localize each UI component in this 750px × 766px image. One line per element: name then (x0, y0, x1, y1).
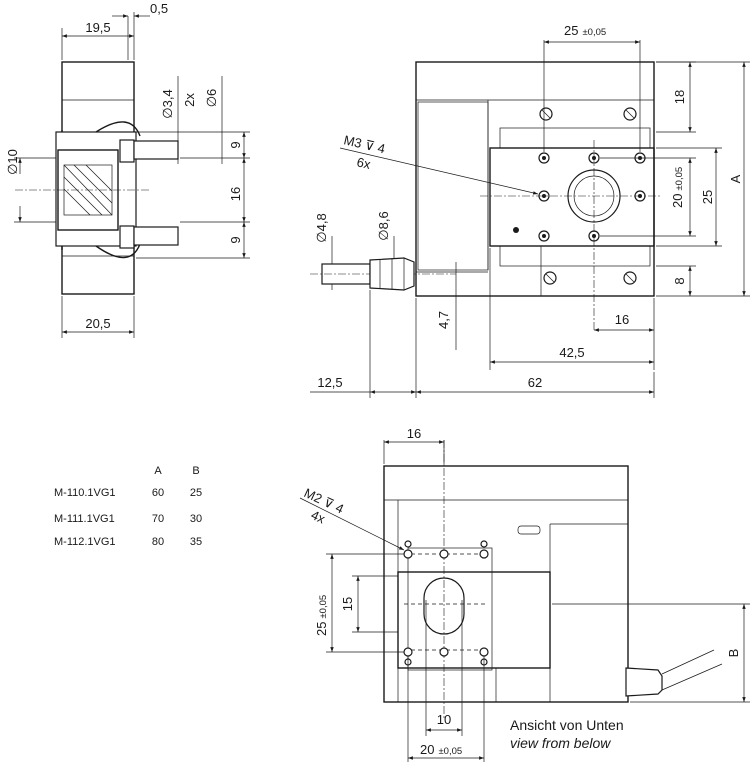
table-row: M-110.1VG1 60 25 (54, 487, 202, 499)
bottom-dim-top-16: 16 (407, 426, 421, 441)
bottom-thread-label: M2 ⊽ 4 (302, 485, 346, 516)
front-dim-shaft-offset: 4,7 (436, 311, 451, 329)
bottom-view: 16 M2 ⊽ 4 4x 25±0,05 15 B 10 20±0,05 Ans… (299, 426, 750, 762)
table-cell-model: M-110.1VG1 (54, 487, 116, 499)
front-dim-total-width: 62 (528, 375, 542, 390)
bottom-dim-vertical-15: 15 (340, 597, 355, 611)
bottom-dim-bottom-20: 20±0,05 (420, 742, 462, 757)
table-cell-a: 80 (152, 536, 164, 548)
front-dim-shaft-length: 12,5 (317, 375, 342, 390)
table-cell-a: 60 (152, 487, 164, 499)
side-dim-spacing-top: 9 (228, 141, 243, 148)
side-dim-width-top: 19,5 (85, 20, 110, 35)
bottom-stage (397, 571, 551, 669)
front-dim-height-25: 25 (700, 190, 715, 204)
front-thread-count: 6x (355, 154, 372, 172)
front-dim-height-inner: 20±0,05 (670, 167, 685, 208)
bottom-thread-count: 4x (309, 507, 328, 527)
side-dim-diameter-small: ∅3,4 (160, 89, 175, 118)
caption-german: Ansicht von Unten (510, 717, 624, 733)
side-dim-diameter-counterbore: ∅6 (204, 89, 219, 108)
front-dim-top-offset: 18 (672, 90, 687, 104)
bottom-connector (625, 667, 663, 697)
bottom-dim-height-b: B (726, 649, 741, 658)
table-cell-b: 30 (190, 513, 202, 525)
front-dim-height-a: A (728, 174, 743, 183)
front-dim-collar-diameter: ∅8,6 (376, 211, 391, 240)
side-dim-gap: 0,5 (150, 1, 168, 16)
bottom-dim-vertical-25: 25±0,05 (314, 595, 329, 636)
table-cell-b: 25 (190, 487, 202, 499)
side-dim-diameter-bore: ∅10 (5, 149, 20, 175)
bottom-dim-bottom-10: 10 (437, 712, 451, 727)
front-dim-bottom-offset: 8 (672, 277, 687, 284)
front-dim-hole-to-edge: 16 (615, 312, 629, 327)
side-view: 19,5 0,5 20,5 ∅10 ∅3,4 2x ∅6 9 16 9 (5, 1, 250, 338)
bottom-body (383, 465, 629, 703)
table-header-a: A (154, 465, 162, 477)
model-table: A B M-110.1VG1 60 25 M-111.1VG1 70 30 M-… (54, 465, 202, 548)
side-dim-count: 2x (182, 93, 197, 107)
front-thread-label: M3 ⊽ 4 (342, 132, 386, 156)
table-cell-model: M-112.1VG1 (54, 536, 116, 548)
table-cell-b: 35 (190, 536, 202, 548)
side-dim-spacing-bottom: 9 (228, 236, 243, 243)
front-dim-shaft-diameter: ∅4,8 (314, 213, 329, 242)
front-dim-hole-spacing: 25±0,05 (564, 23, 606, 38)
front-body (415, 61, 655, 297)
caption-english: view from below (510, 735, 611, 751)
front-dim-width-42: 42,5 (559, 345, 584, 360)
table-cell-a: 70 (152, 513, 164, 525)
table-row: M-112.1VG1 80 35 (54, 536, 202, 548)
front-view: M3 ⊽ 4 6x 25±0,05 18 20±0,05 25 A 8 ∅4 (310, 23, 750, 398)
table-header-b: B (192, 465, 199, 477)
table-row: M-111.1VG1 70 30 (54, 513, 202, 525)
side-dim-width-bottom: 20,5 (85, 316, 110, 331)
side-dim-spacing-mid: 16 (228, 187, 243, 201)
table-cell-model: M-111.1VG1 (54, 513, 115, 525)
